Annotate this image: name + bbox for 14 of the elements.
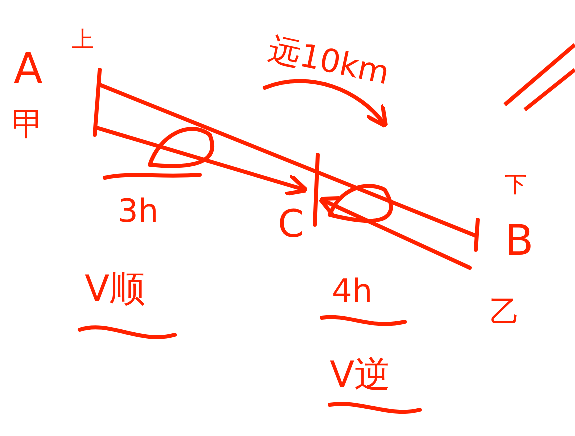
arrow: [318, 196, 472, 270]
arrow: [95, 126, 309, 196]
point-label: 甲: [12, 108, 44, 140]
point-label: 下: [505, 175, 527, 197]
speed-label: V顺: [85, 272, 146, 308]
distance-label: 远10km: [266, 32, 392, 90]
speed-label: V逆: [330, 358, 391, 394]
point-label: A: [14, 48, 43, 90]
time-label: 3h: [118, 195, 159, 227]
time-label: 4h: [332, 275, 373, 307]
point-label: 上: [72, 30, 94, 52]
point-label: B: [505, 220, 534, 262]
point-label: 乙: [490, 298, 520, 328]
point-label: C: [278, 205, 305, 243]
